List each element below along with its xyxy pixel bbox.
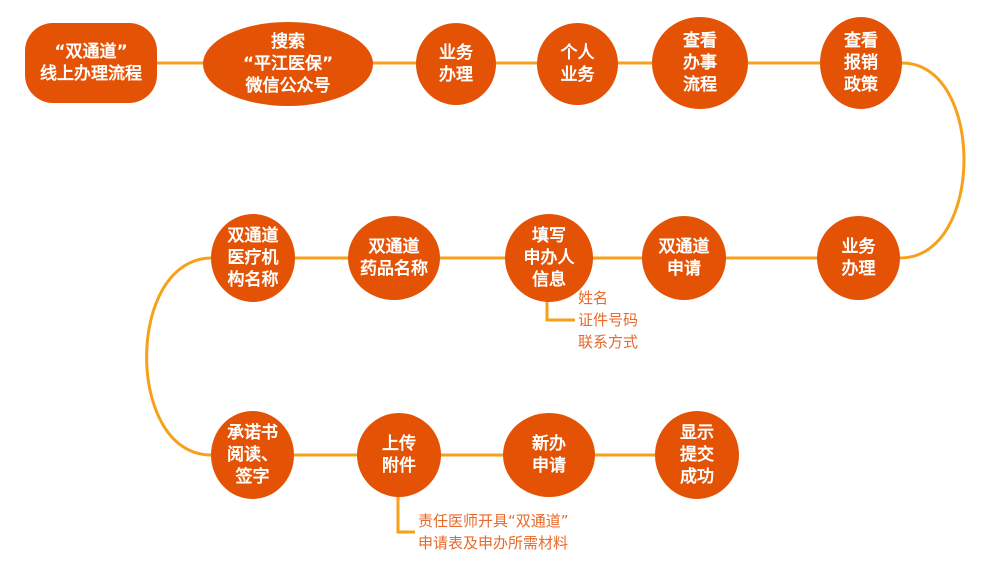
node-label: 上传 附件 bbox=[382, 434, 416, 476]
node-business-1: 业务 办理 bbox=[416, 23, 496, 105]
note-bracket-upload bbox=[396, 495, 415, 534]
node-label: 搜索 “平江医保” 微信公众号 bbox=[242, 32, 334, 96]
note-bracket-fill-info bbox=[545, 298, 575, 322]
node-label: 双通道 药品名称 bbox=[360, 237, 428, 279]
node-commitment-sign: 承诺书 阅读、 签字 bbox=[211, 411, 294, 499]
node-label: 查看 办事 流程 bbox=[683, 31, 717, 95]
node-new-application: 新办 申请 bbox=[503, 413, 595, 497]
note-applicant-fields: 姓名 证件号码 联系方式 bbox=[578, 289, 639, 351]
node-label: 业务 办理 bbox=[841, 237, 876, 279]
node-label: 查看 报销 政策 bbox=[844, 31, 878, 95]
node-label: 双通道 申请 bbox=[658, 237, 710, 279]
node-search-wechat: 搜索 “平江医保” 微信公众号 bbox=[203, 22, 373, 106]
node-personal-business: 个人 业务 bbox=[537, 23, 618, 105]
node-view-policy: 查看 报销 政策 bbox=[820, 17, 902, 109]
connector-right-loop bbox=[899, 61, 966, 260]
node-label: 填写 申办人 信息 bbox=[523, 226, 575, 290]
node-label: 业务 办理 bbox=[439, 43, 473, 85]
connector-left-loop bbox=[145, 256, 213, 457]
node-dual-channel-apply: 双通道 申请 bbox=[642, 216, 726, 300]
node-view-process: 查看 办事 流程 bbox=[652, 17, 748, 109]
node-submit-success: 显示 提交 成功 bbox=[655, 411, 739, 499]
node-label: 承诺书 阅读、 签字 bbox=[227, 423, 278, 487]
node-label: “双通道” 线上办理流程 bbox=[40, 42, 142, 84]
node-drug-name: 双通道 药品名称 bbox=[348, 216, 440, 300]
node-label: 双通道 医疗机 构名称 bbox=[227, 226, 279, 290]
node-upload-attachment: 上传 附件 bbox=[357, 413, 441, 497]
note-upload-materials: 责任医师开具“双通道” 申请表及申办所需材料 bbox=[418, 512, 569, 552]
node-label: 显示 提交 成功 bbox=[680, 423, 714, 487]
node-fill-applicant-info: 填写 申办人 信息 bbox=[505, 214, 593, 302]
node-label: 新办 申请 bbox=[532, 434, 566, 476]
node-institution-name: 双通道 医疗机 构名称 bbox=[211, 214, 295, 302]
node-business-2: 业务 办理 bbox=[817, 216, 900, 300]
node-label: 个人 业务 bbox=[560, 43, 595, 85]
node-start: “双通道” 线上办理流程 bbox=[25, 23, 157, 103]
